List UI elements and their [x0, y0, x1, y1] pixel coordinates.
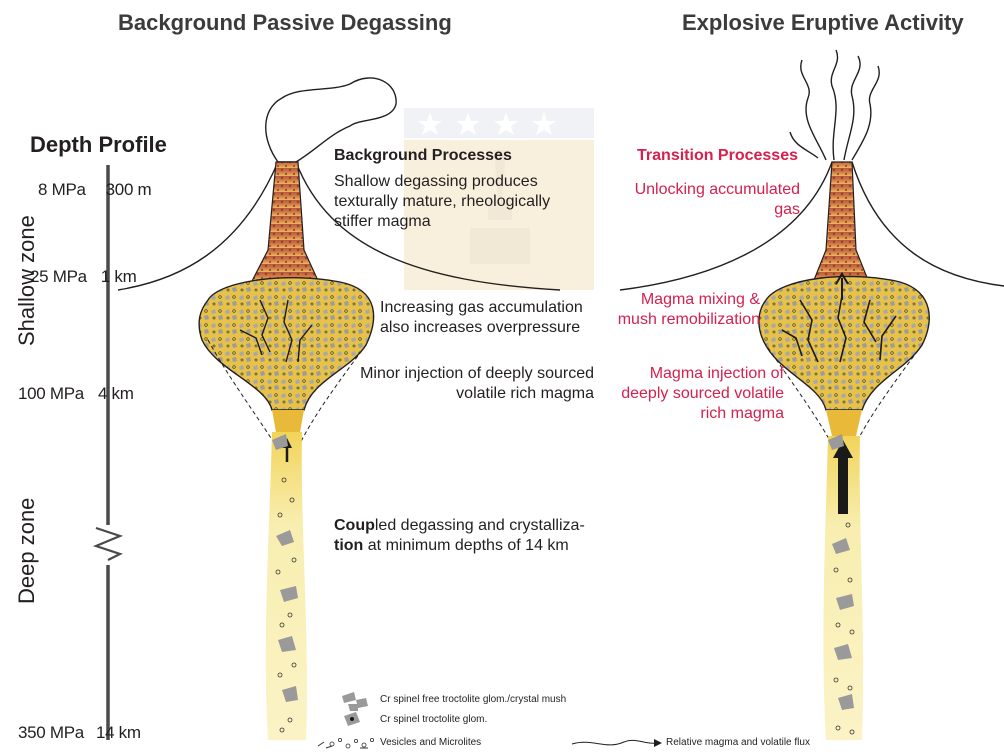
magma-mixing-note: Magma mixing & mush remobilization: [614, 290, 760, 330]
magma-injection-note: Magma injection of deeply sourced volati…: [606, 364, 784, 424]
coupled-degassing-note: Coupled degassing and crystalliza-tion a…: [334, 516, 610, 556]
left-panel-title: Background Passive Degassing: [118, 10, 452, 36]
gas-accumulation-note: Increasing gas accumulation also increas…: [380, 298, 606, 338]
legend-mush-label: Cr spinel free troctolite glom./crystal …: [380, 694, 566, 705]
background-processes-title: Background Processes: [334, 146, 594, 166]
transition-processes-title: Transition Processes: [560, 146, 798, 166]
legend-spinel-symbol: [344, 712, 360, 726]
legend-vesicles-symbol: [318, 738, 374, 748]
legend-mush-symbol: [342, 692, 368, 711]
minor-injection-note: Minor injection of deeply sourced volati…: [358, 364, 594, 404]
legend-vesicles-label: Vesicles and Microlites: [380, 737, 481, 748]
right-panel-title: Explosive Eruptive Activity: [682, 10, 964, 36]
depth-scale: [96, 165, 120, 740]
shallow-zone-label: Shallow zone: [14, 215, 40, 346]
depth-profile-title: Depth Profile: [30, 132, 167, 158]
legend-flux-label: Relative magma and volatile flux: [666, 737, 810, 748]
legend-flux-arrow: [572, 739, 662, 747]
background-processes-text: Shallow degassing produces texturally ma…: [334, 172, 592, 232]
unlocking-gas-note: Unlocking accumulated gas: [608, 180, 800, 220]
legend-spinel-label: Cr spinel troctolite glom.: [380, 714, 487, 725]
deep-zone-label: Deep zone: [14, 498, 40, 604]
